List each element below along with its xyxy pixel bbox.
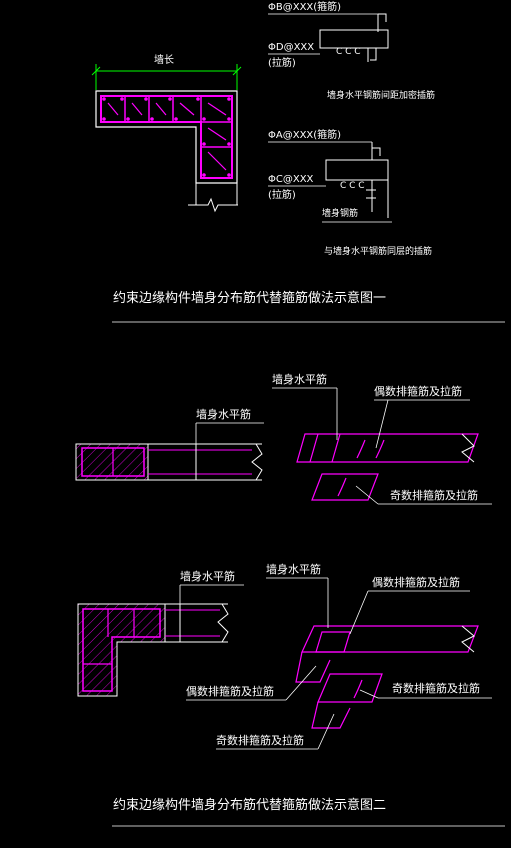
fig3-wall-horizontal-right: 墙身水平筋	[266, 562, 321, 576]
straight-boundary-element: 墙身水平筋	[75, 407, 264, 481]
wall-length-dimension: 墙长	[91, 53, 242, 90]
detail-a-note: 墙身水平钢筋间距加密插筋	[327, 89, 435, 101]
l-shape-boundary-element	[95, 90, 238, 213]
fig2-wall-horizontal-right: 墙身水平筋	[272, 372, 327, 386]
detail-b: ΦA@XXX(箍筋) ΦC@XXX (拉筋) C C C 墙身钢筋 与墙身水平钢…	[268, 128, 432, 257]
fig2-even-row-label: 偶数排箍筋及拉筋	[374, 384, 462, 398]
detail-b-hooks: C C C	[340, 181, 365, 191]
detail-b-label-tie: (拉筋)	[268, 188, 296, 201]
detail-a: ΦB@XXX(箍筋) ΦD@XXX (拉筋) C C C 墙身水平钢筋间距加密插…	[268, 0, 435, 101]
perspective-bars-fig3: 墙身水平筋 偶数排箍筋及拉筋 偶数排箍筋及拉筋 奇数排箍筋及拉筋 奇数排箍筋及拉…	[186, 562, 492, 750]
caption-figure-2: 约束边缘构件墙身分布筋代替箍筋做法示意图二	[113, 797, 386, 813]
l-shape-hatched-element: 墙身水平筋	[77, 569, 244, 697]
fig3-odd-row-bottom-label: 奇数排箍筋及拉筋	[216, 733, 304, 747]
figure-1: 墙长	[91, 0, 505, 323]
detail-b-note: 与墙身水平钢筋同层的插筋	[324, 245, 432, 257]
detail-a-hooks: C C C	[336, 47, 361, 57]
detail-b-wall-bar-label: 墙身钢筋	[322, 207, 358, 219]
fig3-odd-row-right-label: 奇数排箍筋及拉筋	[392, 681, 480, 695]
fig3-even-row-left-label: 偶数排箍筋及拉筋	[186, 684, 274, 698]
fig3-wall-horizontal-left: 墙身水平筋	[180, 569, 235, 583]
caption-figure-1: 约束边缘构件墙身分布筋代替箍筋做法示意图一	[113, 290, 386, 306]
detail-b-label-spacing: ΦC@XXX	[268, 174, 314, 185]
fig3-even-row-top-label: 偶数排箍筋及拉筋	[372, 575, 460, 589]
wall-length-label: 墙长	[154, 53, 174, 66]
fig2-odd-row-label: 奇数排箍筋及拉筋	[390, 488, 478, 502]
detail-b-label-stirrup: ΦA@XXX(箍筋)	[268, 128, 341, 141]
detail-a-label-tie: (拉筋)	[268, 56, 296, 69]
figure-2: 墙身水平筋 墙身水平筋 偶数排箍筋及拉筋 奇数排箍筋及拉筋	[75, 372, 492, 505]
perspective-bars-even: 墙身水平筋 偶数排箍筋及拉筋	[272, 372, 479, 463]
detail-a-label-stirrup: ΦB@XXX(箍筋)	[268, 0, 341, 13]
perspective-bars-odd: 奇数排箍筋及拉筋	[311, 473, 492, 505]
figure-3: 墙身水平筋 墙身水平筋 偶数排箍筋及拉筋 偶数排箍筋及拉筋 奇数排箍筋及拉筋	[77, 562, 505, 827]
fig2-wall-horizontal-left: 墙身水平筋	[196, 407, 251, 421]
detail-a-label-spacing: ΦD@XXX	[268, 42, 314, 53]
